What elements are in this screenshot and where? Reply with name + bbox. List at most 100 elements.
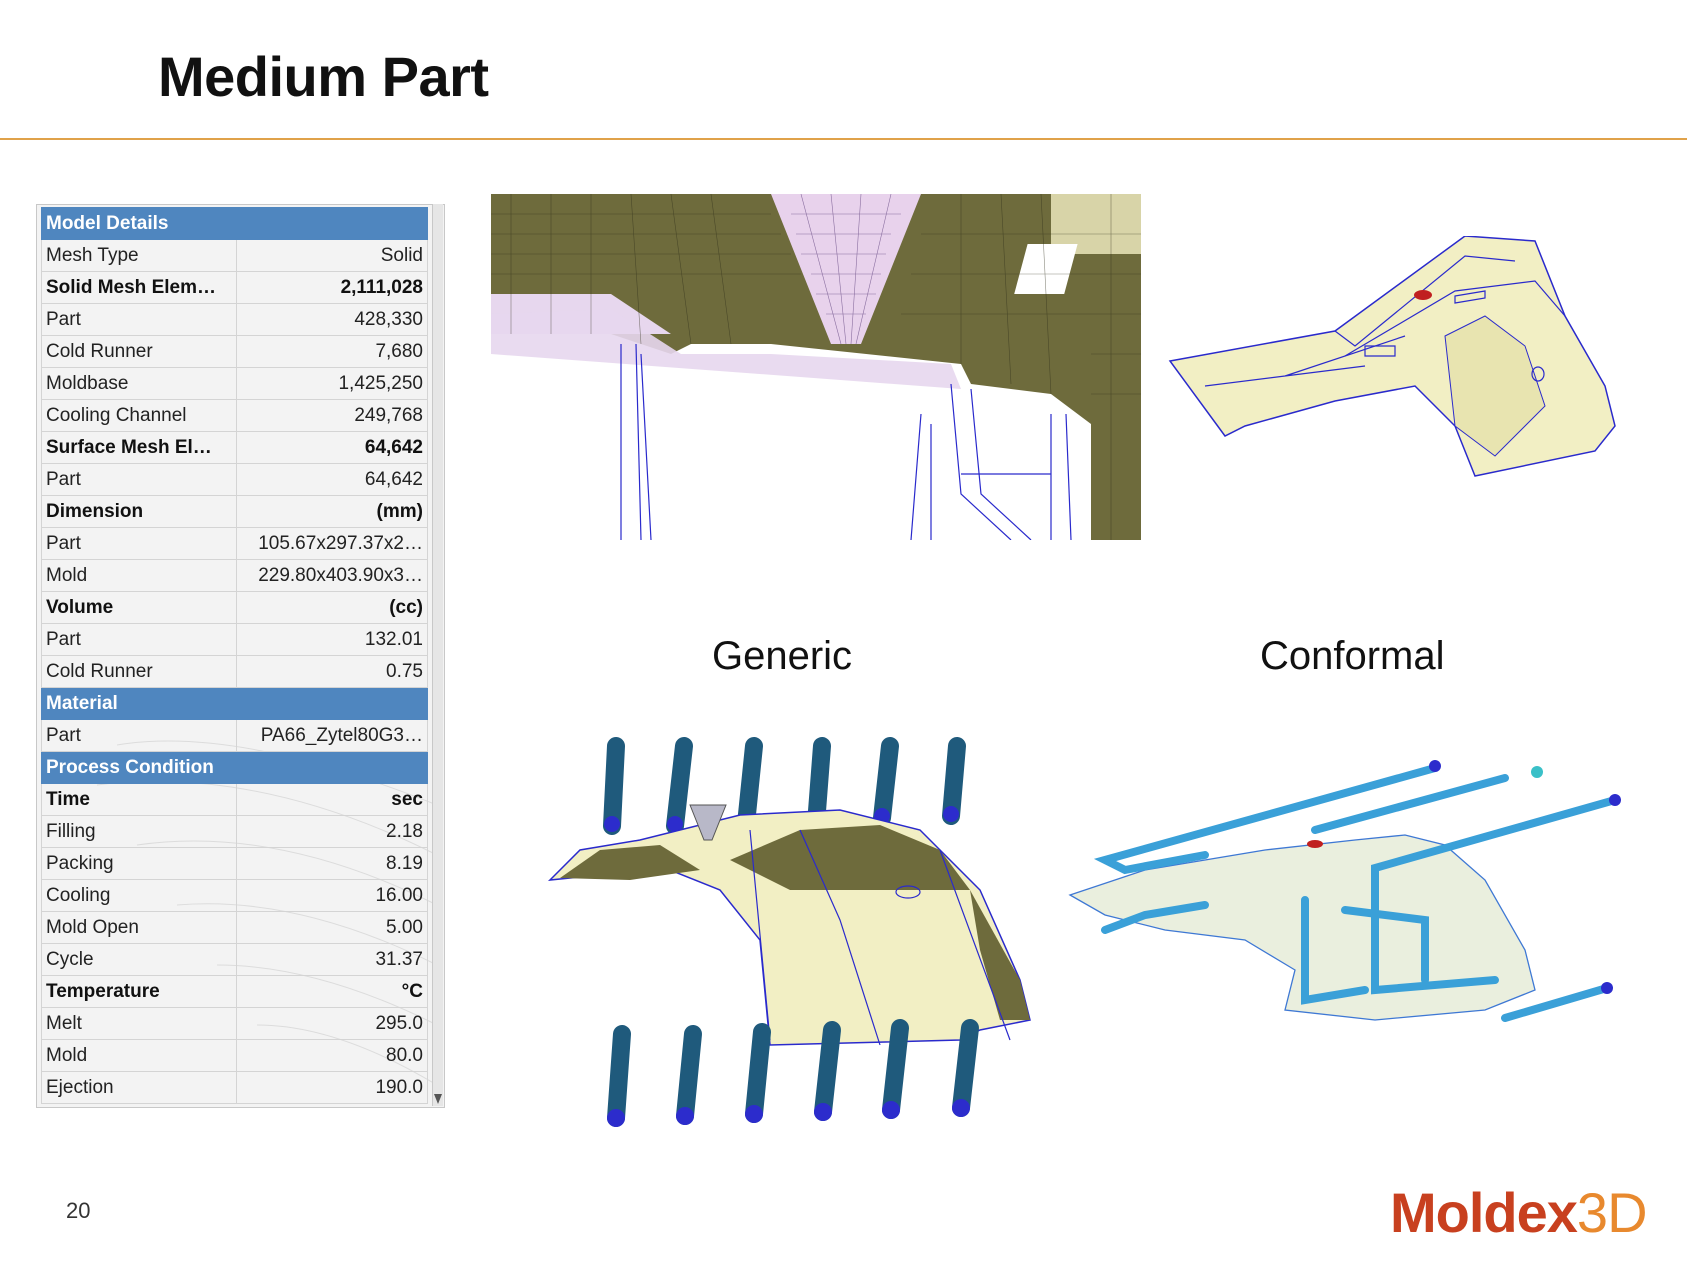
property-name: Ejection: [41, 1071, 237, 1104]
property-name: Part: [41, 719, 237, 752]
property-name: Time: [41, 783, 237, 816]
gate-marker-icon: [1414, 290, 1432, 300]
property-value: 8.19: [236, 847, 428, 880]
table-section-header: Material: [41, 687, 428, 720]
conformal-caption: Conformal: [1260, 634, 1445, 678]
property-value: 16.00: [236, 879, 428, 912]
conformal-cooling-image: [1068, 760, 1621, 1022]
property-value: PA66_Zytel80G3…: [236, 719, 428, 752]
property-value: 64,642: [236, 431, 428, 464]
page-number: 20: [66, 1198, 91, 1223]
moldex3d-logo: Moldex3D: [1390, 1181, 1648, 1244]
property-name: Filling: [41, 815, 237, 848]
property-name: Cold Runner: [41, 335, 237, 368]
property-name: Cooling Channel: [41, 399, 237, 432]
property-name: Mesh Type: [41, 239, 237, 272]
property-name: Mold: [41, 1039, 237, 1072]
property-name: Mold: [41, 559, 237, 592]
property-name: Part: [41, 463, 237, 496]
property-name: Temperature: [41, 975, 237, 1008]
property-value: 80.0: [236, 1039, 428, 1072]
table-section-header: Model Details: [41, 207, 428, 240]
property-value: 7,680: [236, 335, 428, 368]
property-name: Moldbase: [41, 367, 237, 400]
property-name: Volume: [41, 591, 237, 624]
scroll-down-arrow-icon[interactable]: [434, 1094, 442, 1104]
sprue-icon: [689, 804, 727, 841]
property-name: Process Condition: [41, 751, 237, 784]
table-row: Dimension(mm): [41, 495, 428, 528]
generic-cooling-image: [547, 737, 1031, 1127]
table-row: Solid Mesh Elem…2,111,028: [41, 271, 428, 304]
property-value: 2.18: [236, 815, 428, 848]
property-name: Melt: [41, 1007, 237, 1040]
property-value: Solid: [236, 239, 428, 272]
property-name: Surface Mesh El…: [41, 431, 237, 464]
property-name: Part: [41, 303, 237, 336]
property-name: Dimension: [41, 495, 237, 528]
property-value: 2,111,028: [236, 271, 428, 304]
table-row: Volume(cc): [41, 591, 428, 624]
property-value: 132.01: [236, 623, 428, 656]
property-value: 5.00: [236, 911, 428, 944]
property-name: Cooling: [41, 879, 237, 912]
property-value: 229.80x403.90x3…: [236, 559, 428, 592]
property-name: Mold Open: [41, 911, 237, 944]
property-value: 249,768: [236, 399, 428, 432]
property-name: Model Details: [41, 207, 237, 240]
property-value: 0.75: [236, 655, 428, 688]
property-value: 295.0: [236, 1007, 428, 1040]
table-row: Temperature°C: [41, 975, 428, 1008]
property-name: Solid Mesh Elem…: [41, 271, 237, 304]
property-value: (cc): [236, 591, 428, 624]
title-divider: [0, 138, 1687, 140]
property-value: [236, 207, 428, 240]
mesh-closeup-image: [491, 194, 1141, 540]
property-name: Material: [41, 687, 237, 720]
property-name: Packing: [41, 847, 237, 880]
property-value: sec: [236, 783, 428, 816]
part-3d-view-image: [1168, 236, 1616, 477]
table-section-header: Process Condition: [41, 751, 428, 784]
property-name: Cycle: [41, 943, 237, 976]
table-row: Surface Mesh El…64,642: [41, 431, 428, 464]
property-value: 428,330: [236, 303, 428, 336]
property-value: 1,425,250: [236, 367, 428, 400]
property-value: (mm): [236, 495, 428, 528]
slide-title: Medium Part: [158, 45, 489, 108]
property-name: Cold Runner: [41, 655, 237, 688]
property-value: °C: [236, 975, 428, 1008]
property-value: 31.37: [236, 943, 428, 976]
generic-caption: Generic: [712, 634, 853, 678]
property-value: [236, 751, 428, 784]
table-scrollbar[interactable]: [432, 204, 443, 1106]
property-name: Part: [41, 527, 237, 560]
property-name: Part: [41, 623, 237, 656]
property-value: 64,642: [236, 463, 428, 496]
property-value: 190.0: [236, 1071, 428, 1104]
property-value: [236, 687, 428, 720]
property-value: 105.67x297.37x2…: [236, 527, 428, 560]
